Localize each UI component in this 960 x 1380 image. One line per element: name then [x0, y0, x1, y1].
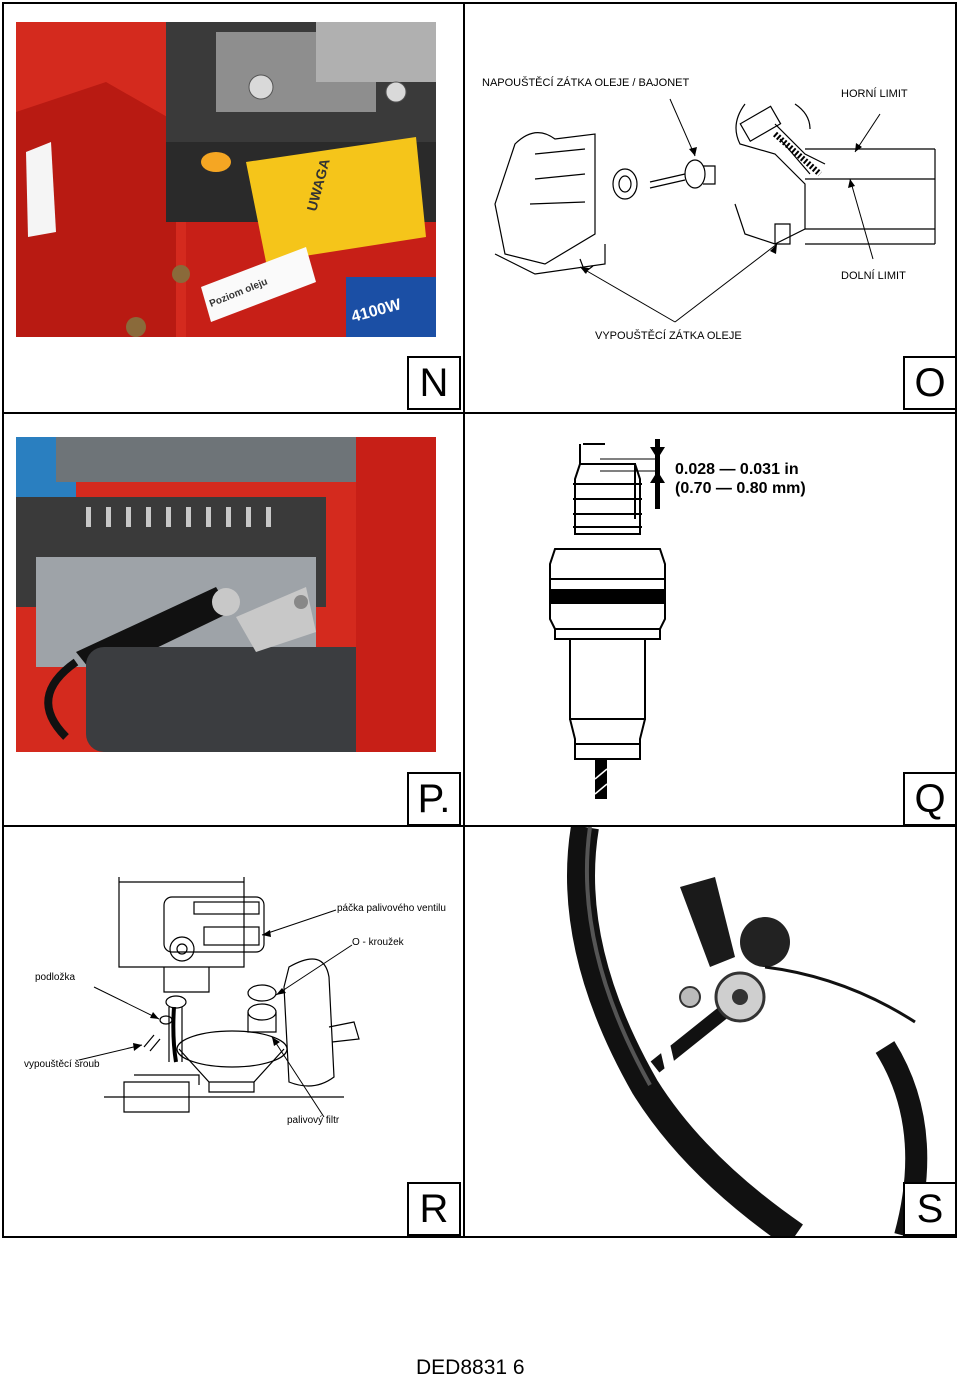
- row-divider-2: [4, 825, 955, 827]
- handlebar-throttle-photo: [567, 827, 928, 1236]
- panel-o: NAPOUŠTĚCÍ ZÁTKA OLEJE / BAJONET HORNÍ L…: [465, 4, 957, 412]
- panel-label-n: N: [407, 356, 461, 410]
- panel-label-s: S: [903, 1182, 957, 1236]
- callout-washer: podložka: [35, 972, 76, 983]
- callout-o-ring: O - kroužek: [352, 937, 404, 948]
- oil-plug-diagram: [494, 103, 936, 275]
- leader-lines: [579, 98, 881, 323]
- panel-s: S: [465, 827, 957, 1236]
- row-divider-1: [4, 412, 955, 414]
- panel-label-o: O: [903, 356, 957, 410]
- callout-drain-plug: VYPOUŠTĚCÍ ZÁTKA OLEJE: [595, 330, 742, 342]
- fuel-valve-diagram: [78, 877, 360, 1118]
- callout-fill-plug: NAPOUŠTĚCÍ ZÁTKA OLEJE / BAJONET: [482, 77, 690, 89]
- figure-grid: UWAGA Poziom oleju 4100W N: [2, 2, 957, 1238]
- gap-millimeters: (0.70 — 0.80 mm): [675, 480, 806, 497]
- document-id: DED8831 6: [416, 1356, 525, 1379]
- callout-drain-screw: vypouštěcí šroub: [24, 1059, 100, 1070]
- spark-plug-diagram: 0.028 — 0.031 in (0.70 — 0.80 mm): [549, 439, 806, 799]
- panel-n: UWAGA Poziom oleju 4100W N: [4, 4, 463, 412]
- spark-plug-photo: [16, 437, 436, 752]
- gap-inches: 0.028 — 0.031 in: [675, 461, 799, 478]
- oil-fill-photo: UWAGA Poziom oleju 4100W: [16, 22, 436, 337]
- callout-fuel-valve-lever: páčka palivového ventilu: [337, 903, 446, 914]
- vertical-divider: [463, 4, 465, 1236]
- panel-r: páčka palivového ventilu O - kroužek pod…: [4, 827, 463, 1236]
- panel-q: 0.028 — 0.031 in (0.70 — 0.80 mm) Q: [465, 414, 957, 825]
- callout-lower-limit: DOLNÍ LIMIT: [841, 270, 906, 282]
- callout-fuel-filter: palivový filtr: [287, 1115, 340, 1126]
- panel-label-r: R: [407, 1182, 461, 1236]
- callout-upper-limit: HORNÍ LIMIT: [841, 88, 908, 100]
- panel-label-p: P.: [407, 772, 461, 825]
- panel-label-q: Q: [903, 772, 957, 825]
- panel-p: P.: [4, 414, 463, 825]
